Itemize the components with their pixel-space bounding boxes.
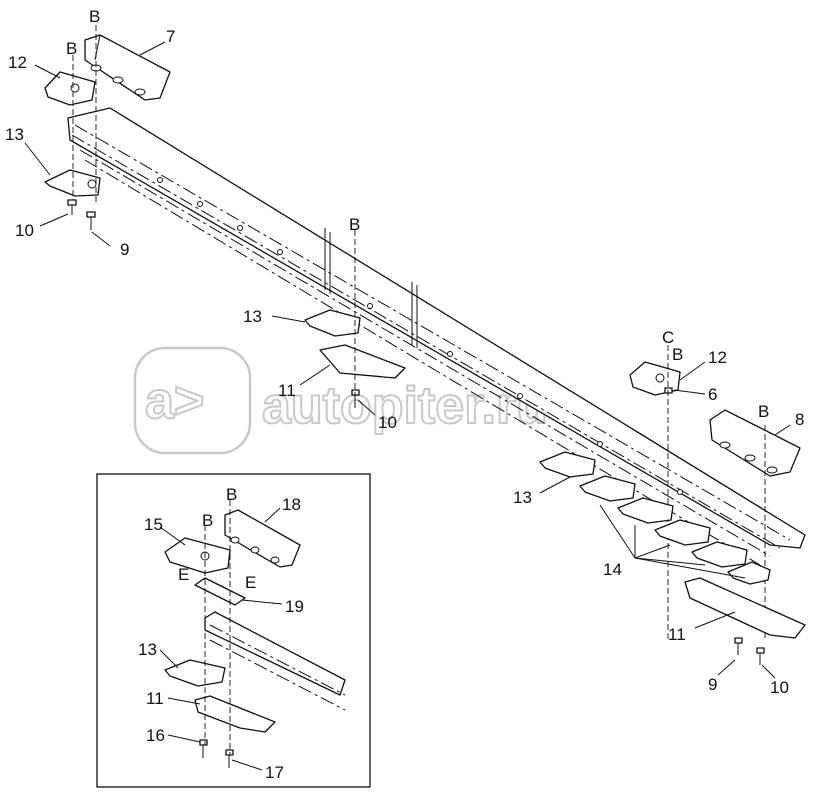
ref-b-cover-8: B [758,402,769,421]
callout-9-top: 9 [120,240,129,259]
knife-section-right [684,577,806,665]
callout-13-top: 13 [5,125,24,144]
callout-19: 19 [285,597,304,616]
ref-b-inset-15: B [202,511,213,530]
callout-13-mid: 13 [243,307,262,326]
ref-c: C [662,328,674,347]
part-12-clip-left [44,71,96,106]
callout-18: 18 [282,495,301,514]
callout-10-top: 10 [15,221,34,240]
callout-16: 16 [146,726,165,745]
callout-9-right: 9 [708,675,717,694]
callout-6: 6 [708,385,717,404]
callout-11-inset: 11 [146,689,164,708]
part-13-guard-left [44,169,101,197]
callout-11-right: 11 [668,625,686,644]
part-8-cover [709,409,801,640]
ref-e-left: E [178,565,189,584]
part-12-clip-right [629,345,681,640]
ref-b-inset-18: B [226,485,237,504]
callout-14: 14 [603,560,622,579]
callout-17: 17 [265,763,284,782]
callout-labels: 7 12 13 10 9 13 11 10 12 6 8 13 14 11 9 … [5,27,804,782]
part-7-cover [84,34,171,101]
ref-b-top: B [89,7,100,26]
callout-12-left: 12 [8,53,27,72]
watermark-logo: a> [145,372,204,430]
bolts-top-left [67,199,96,230]
callout-10-right: 10 [770,678,789,697]
ref-e-right: E [245,573,256,592]
ref-b-mid: B [349,215,360,234]
callout-8: 8 [795,410,804,429]
callout-12-right: 12 [708,348,727,367]
callout-13-right: 13 [513,488,532,507]
callout-15: 15 [144,515,163,534]
cutter-bar [67,107,806,566]
callout-7: 7 [166,27,175,46]
middle-guard-assembly [304,230,406,408]
inset-detail [96,473,371,788]
leader-lines [24,41,791,771]
callout-11-mid: 11 [278,381,296,400]
callout-10-mid: 10 [378,413,397,432]
callout-13-inset: 13 [138,640,157,659]
ref-b-clip: B [66,39,77,58]
reference-letters: B B B C B B B B E E [66,7,769,592]
ref-b-right-clip: B [672,345,683,364]
guards-row-right [539,451,771,585]
